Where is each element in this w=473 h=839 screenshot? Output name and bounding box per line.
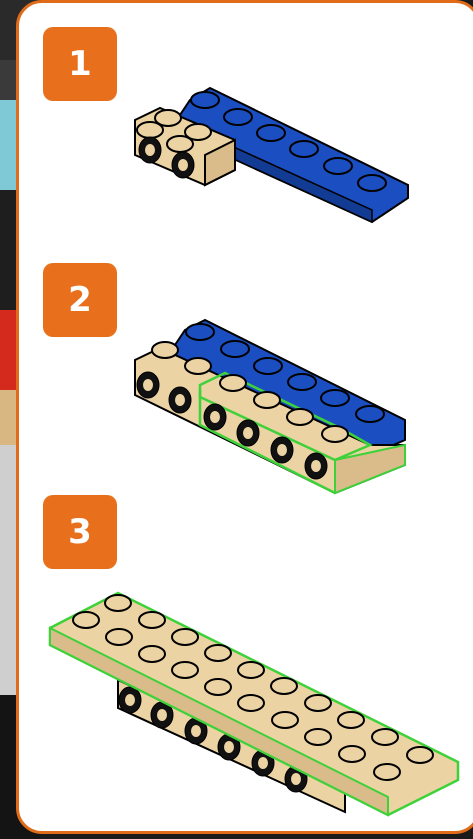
tan-plate-on-bricks-icon <box>0 0 473 839</box>
